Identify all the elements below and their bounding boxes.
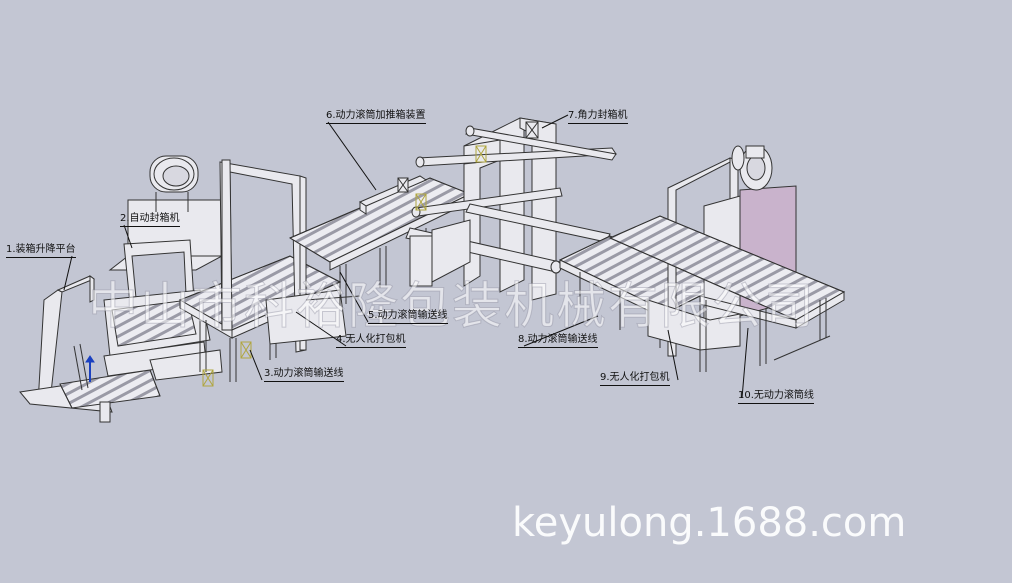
roller-conveyor-8 [558, 235, 722, 348]
sensor-markers [202, 145, 487, 387]
label-lift-platform: 1.装箱升降平台 [6, 244, 76, 258]
label-roller-conveyor-3: 3.动力滚筒输送线 [264, 368, 344, 382]
auto-sealer-unit [103, 155, 223, 381]
label-roller-conveyor-8: 8.动力滚筒输送线 [518, 334, 598, 348]
pusher-device-6 [358, 175, 428, 215]
label-strapping-machine-4: 4.无人化打包机 [336, 334, 406, 348]
label-pusher-device: 6.动力滚筒加推箱装置 [326, 110, 426, 124]
lift-platform-unit [19, 275, 161, 423]
leader-lines [63, 114, 749, 399]
unpowered-roller-10 [608, 215, 846, 372]
strapping-machine-4 [219, 159, 347, 353]
label-roller-conveyor-5: 5.动力滚筒输送线 [368, 310, 448, 324]
company-watermark: 中山市科裕隆包装机械有限公司 [88, 277, 816, 336]
label-auto-sealer: 2.自动封箱机 [120, 213, 180, 227]
website-watermark: keyulong.1688.com [512, 500, 907, 546]
label-strapping-machine-9: 9.无人化打包机 [600, 372, 670, 386]
label-corner-sealer: 7.角力封箱机 [568, 110, 628, 124]
label-unpowered-roller: 10.无动力滚筒线 [738, 390, 814, 404]
